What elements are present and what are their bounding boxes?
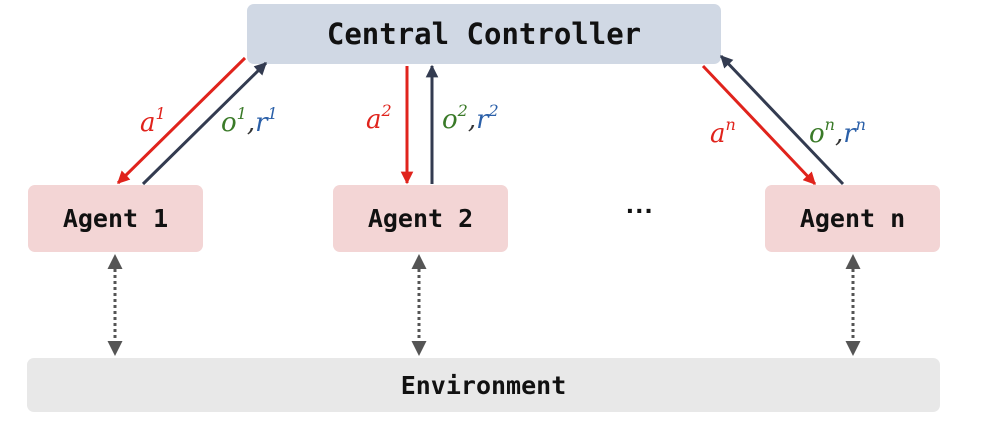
obs-reward-label-agent-1: o1,r1 xyxy=(221,104,278,138)
action-arrow-agent-n xyxy=(701,64,817,186)
environment-box: Environment xyxy=(27,358,940,412)
action-label-agent-1: a1 xyxy=(140,104,166,138)
observation-arrow-agent-1 xyxy=(141,61,268,186)
obs-reward-label-agent-2: o2,r2 xyxy=(442,101,499,135)
obs-reward-label-agent-n: on,rn xyxy=(809,115,866,149)
agent-1-label: Agent 1 xyxy=(62,204,169,233)
action-label-agent-n: an xyxy=(710,115,736,149)
observation-arrow-agent-n xyxy=(719,54,845,186)
agent-n-box: Agent n xyxy=(765,185,940,252)
environment-label: Environment xyxy=(400,370,567,400)
agents-ellipsis: ··· xyxy=(626,195,654,226)
agent-n-label: Agent n xyxy=(799,204,906,233)
agent-1-box: Agent 1 xyxy=(28,185,203,252)
agent-2-label: Agent 2 xyxy=(367,204,474,233)
agent-2-box: Agent 2 xyxy=(333,185,508,252)
central-controller-label: Central Controller xyxy=(326,17,642,51)
central-controller-box: Central Controller xyxy=(247,4,721,64)
action-arrow-agent-1 xyxy=(116,56,247,185)
action-label-agent-2: a2 xyxy=(366,101,392,135)
